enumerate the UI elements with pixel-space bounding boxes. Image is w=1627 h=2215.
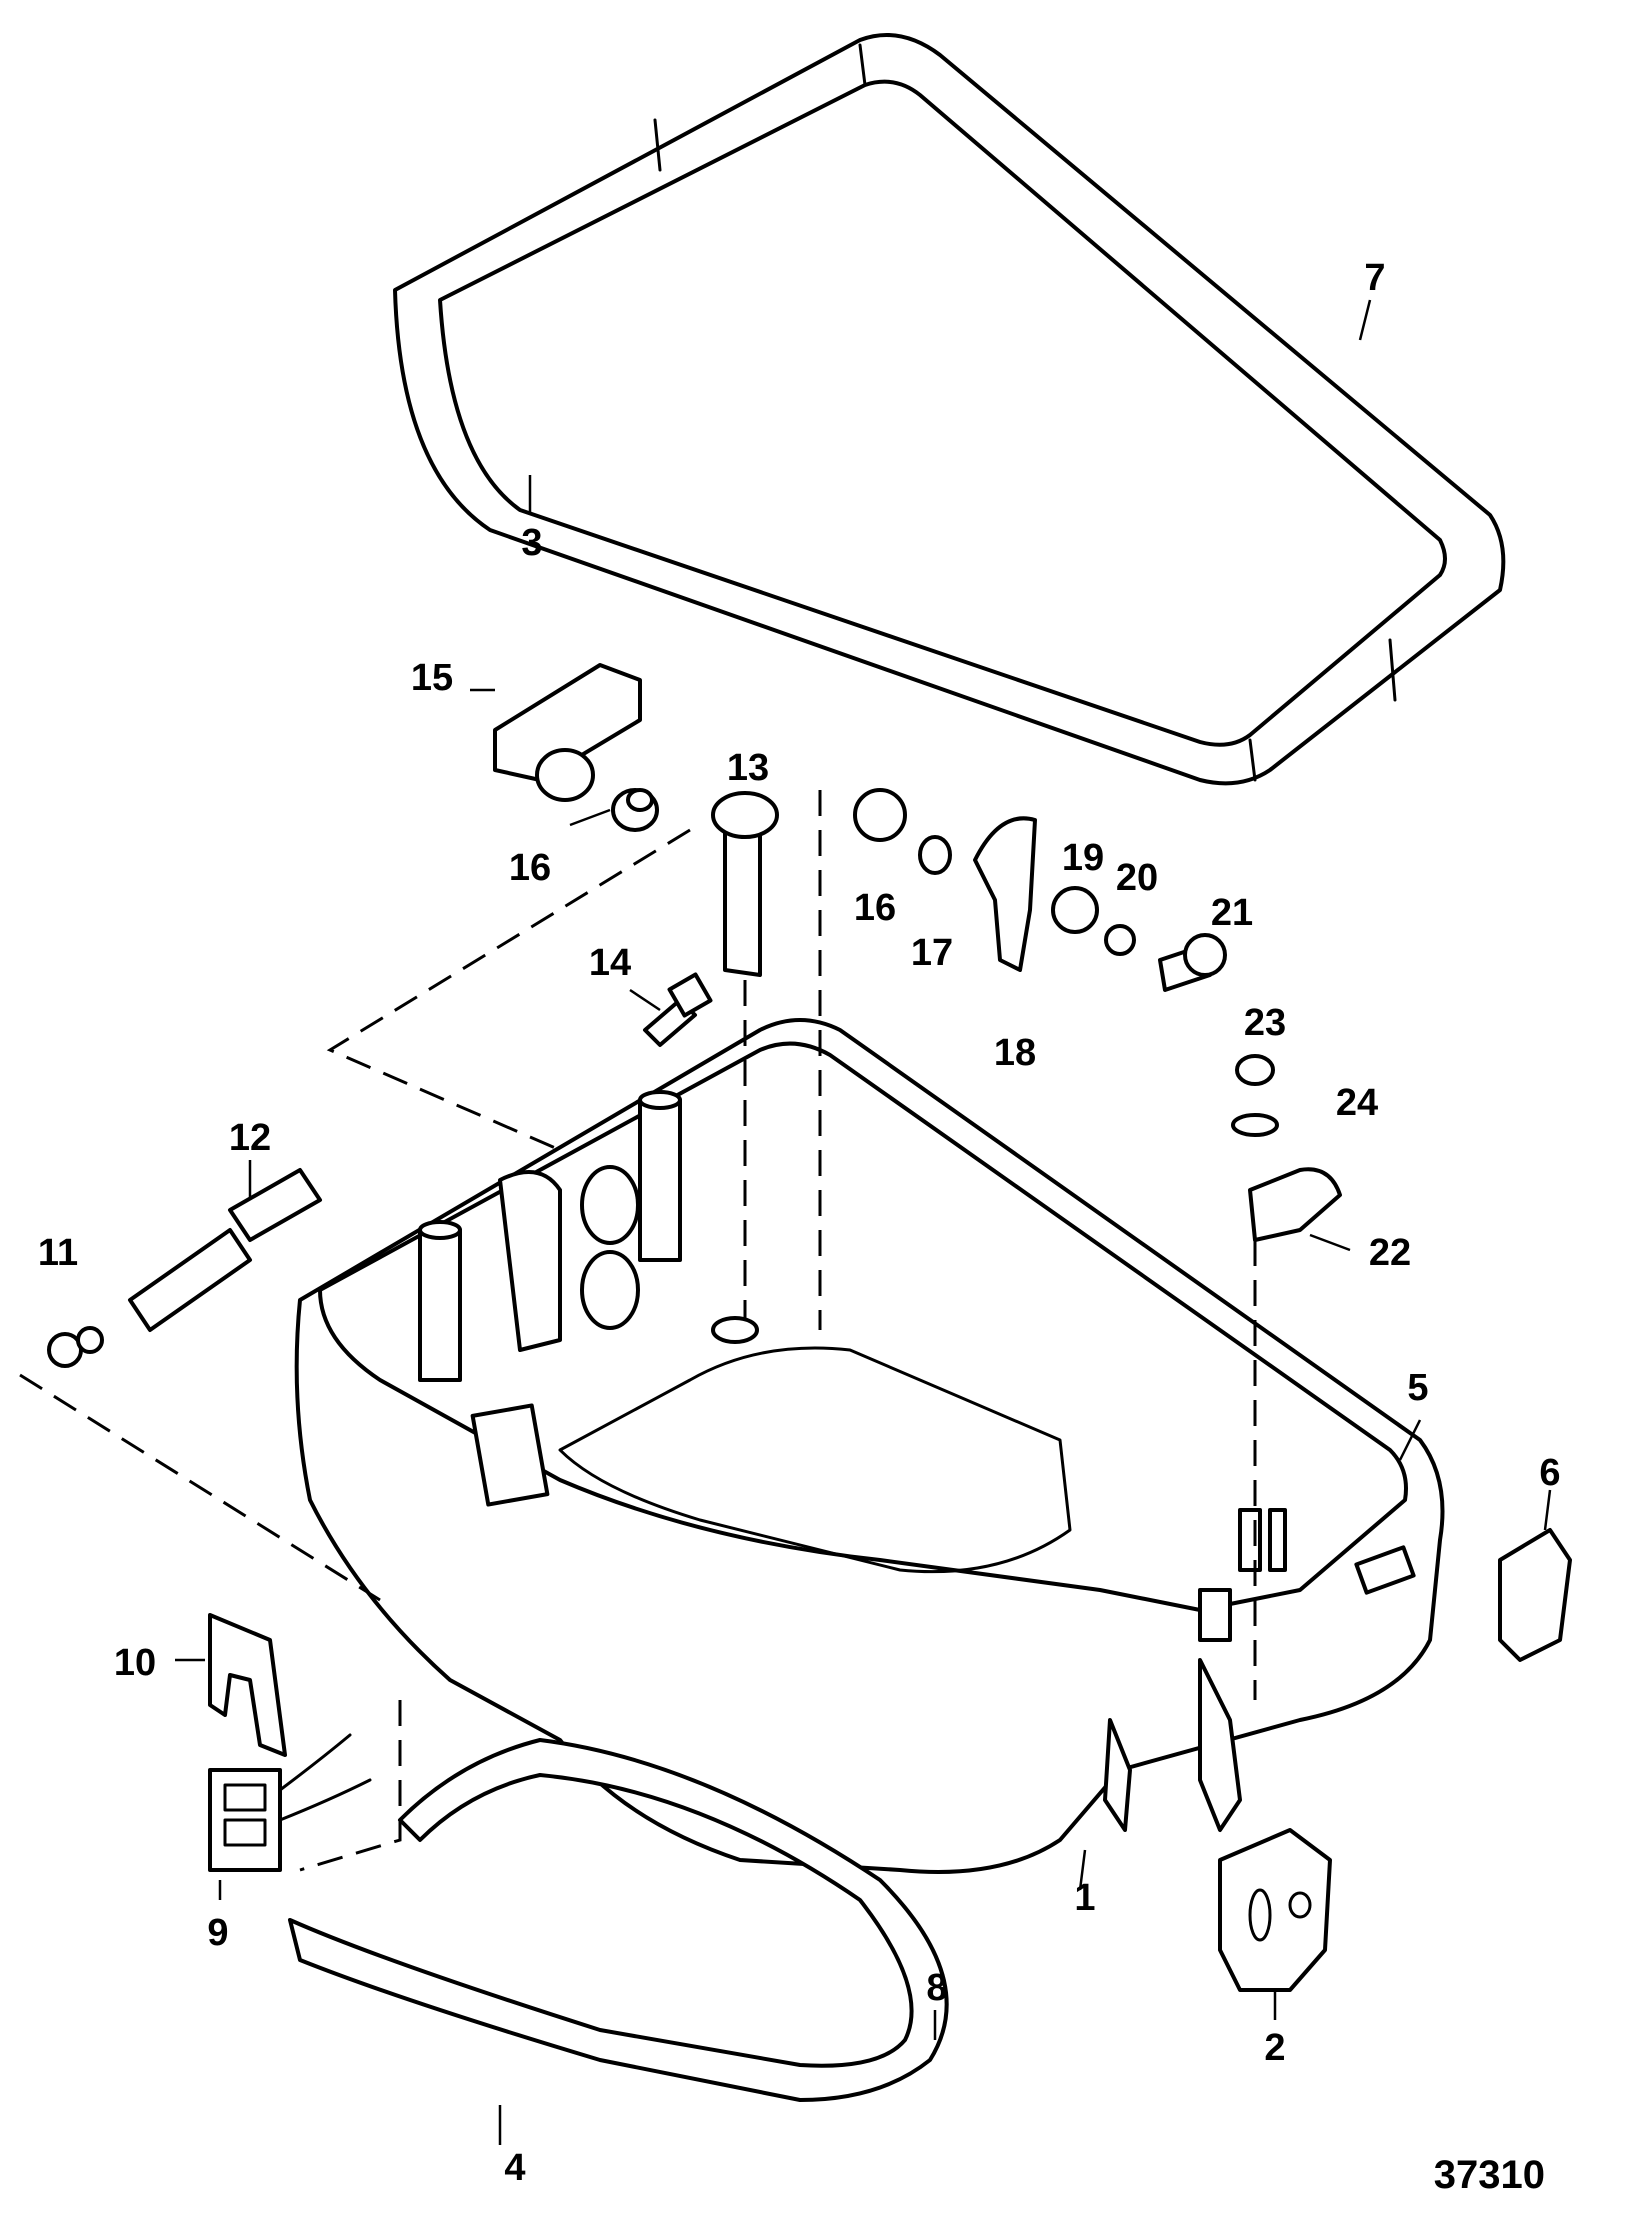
callout-9: 9 (207, 1912, 228, 1954)
callout-5: 5 (1407, 1367, 1428, 1409)
callout-16-left: 16 (509, 847, 551, 889)
part-16-left (611, 788, 659, 832)
part-10-clip (208, 1613, 287, 1757)
callout-1: 1 (1074, 1877, 1095, 1919)
callout-labels: 1 2 3 4 5 6 7 8 9 10 11 12 13 14 15 16 1… (38, 257, 1561, 2189)
part-12 (128, 1168, 322, 1332)
callout-11: 11 (38, 1232, 78, 1274)
part-14-screw (643, 972, 713, 1047)
catch-hardware (1231, 1054, 1342, 1242)
callout-17: 17 (911, 932, 953, 974)
callout-18: 18 (994, 1032, 1036, 1074)
assembly-guide-lines (19, 790, 1257, 1872)
callout-7: 7 (1364, 257, 1385, 299)
callout-16-right: 16 (854, 887, 896, 929)
callout-3: 3 (521, 522, 542, 564)
callout-2: 2 (1264, 2027, 1285, 2069)
part-6-cap (1498, 1528, 1572, 1662)
part-9-switch (208, 1733, 372, 1872)
callout-15: 15 (411, 657, 453, 699)
figure-number: 37310 (1434, 2153, 1545, 2197)
latch-hardware (853, 788, 1227, 992)
callout-14: 14 (589, 942, 631, 984)
callout-13: 13 (727, 747, 769, 789)
callout-4: 4 (504, 2147, 525, 2189)
leader-lines (175, 299, 1552, 2145)
part-11 (47, 1326, 104, 1368)
callout-8: 8 (926, 1967, 947, 2009)
callout-10: 10 (114, 1642, 156, 1684)
callout-20: 20 (1116, 857, 1158, 899)
callout-6: 6 (1539, 1452, 1560, 1494)
callout-21: 21 (1211, 892, 1253, 934)
internal-posts (418, 1090, 1287, 1642)
lower-cowl (294, 1018, 1445, 1874)
part-8-seal (288, 1738, 949, 2102)
callout-22: 22 (1369, 1232, 1411, 1274)
part-2-cap (1218, 1828, 1332, 1992)
callout-12: 12 (229, 1117, 271, 1159)
part-15 (493, 663, 642, 802)
callout-23: 23 (1244, 1002, 1286, 1044)
callout-19: 19 (1062, 837, 1104, 879)
part-13 (711, 791, 779, 977)
top-seal-frame (393, 33, 1506, 786)
callout-24: 24 (1336, 1082, 1378, 1124)
